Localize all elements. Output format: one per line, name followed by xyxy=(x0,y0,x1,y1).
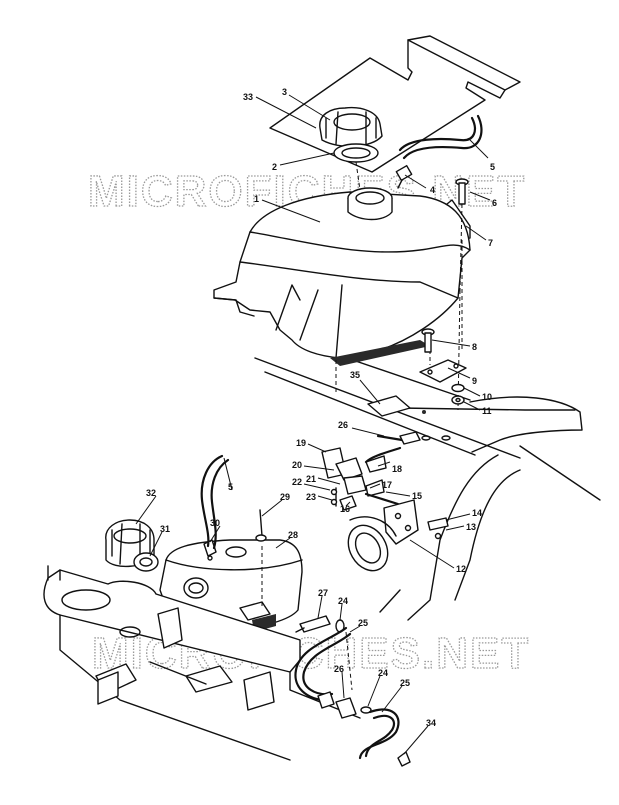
callout-25-lower: 25 xyxy=(400,678,410,688)
frame-tube-clamp xyxy=(347,499,419,572)
callout-24-upper: 24 xyxy=(338,596,348,606)
callout-15: 15 xyxy=(412,491,422,501)
callout-5-top: 5 xyxy=(490,162,495,172)
fuel-line-upper xyxy=(364,431,421,464)
callout-24-lower: 24 xyxy=(378,668,388,678)
callout-23: 23 xyxy=(306,492,316,502)
callout-16: 16 xyxy=(340,504,350,514)
callout-6: 6 xyxy=(492,198,497,208)
callout-2: 2 xyxy=(272,162,277,172)
callout-26-lower: 26 xyxy=(334,664,344,674)
seat-pad xyxy=(269,35,521,173)
callout-5-lower: 5 xyxy=(228,482,233,492)
small-washers xyxy=(421,410,451,441)
fuel-tank xyxy=(213,187,471,366)
callout-22: 22 xyxy=(292,477,302,487)
callout-27: 27 xyxy=(318,588,328,598)
callout-33: 33 xyxy=(243,92,253,102)
callout-29: 29 xyxy=(280,492,290,502)
fuel-valve-assembly xyxy=(321,447,400,511)
callout-21: 21 xyxy=(306,474,316,484)
tank-bolt xyxy=(455,178,469,205)
callout-17: 17 xyxy=(382,480,392,490)
callout-8: 8 xyxy=(472,342,477,352)
fuel-line-lower xyxy=(294,615,411,767)
tank-pad xyxy=(367,395,411,417)
callout-9: 9 xyxy=(472,376,477,386)
tank-probe xyxy=(255,509,267,608)
callout-25-upper: 25 xyxy=(358,618,368,628)
callout-28: 28 xyxy=(288,530,298,540)
callout-10: 10 xyxy=(482,392,492,402)
callout-12: 12 xyxy=(456,564,466,574)
callout-20: 20 xyxy=(292,460,302,470)
callout-14: 14 xyxy=(472,508,482,518)
callout-1: 1 xyxy=(254,194,259,204)
mount-plate xyxy=(419,359,467,383)
callout-18: 18 xyxy=(392,464,402,474)
fuel-cap xyxy=(319,106,383,148)
clamp-bolt xyxy=(427,517,449,540)
vent-fitting xyxy=(395,164,413,189)
lower-frame-rail xyxy=(43,565,361,761)
callout-11: 11 xyxy=(482,406,492,416)
callout-32: 32 xyxy=(146,488,156,498)
vent-hose-lower xyxy=(200,454,230,550)
callout-7: 7 xyxy=(488,238,493,248)
callout-30: 30 xyxy=(210,518,220,528)
callout-31: 31 xyxy=(160,524,170,534)
reserve-cap xyxy=(105,519,159,572)
mount-bolt xyxy=(421,328,435,353)
callout-26-upper: 26 xyxy=(338,420,348,430)
frame-rails xyxy=(254,341,601,621)
callout-35: 35 xyxy=(350,370,360,380)
callout-13: 13 xyxy=(466,522,476,532)
cap-ring xyxy=(333,143,379,163)
callout-4: 4 xyxy=(430,185,435,195)
callout-34: 34 xyxy=(426,718,436,728)
callout-19: 19 xyxy=(296,438,306,448)
callouts: 33 3 2 1 5 4 6 7 8 9 10 11 35 26 19 18 2… xyxy=(135,87,497,755)
callout-3: 3 xyxy=(282,87,287,97)
vent-hose-top xyxy=(398,114,483,160)
